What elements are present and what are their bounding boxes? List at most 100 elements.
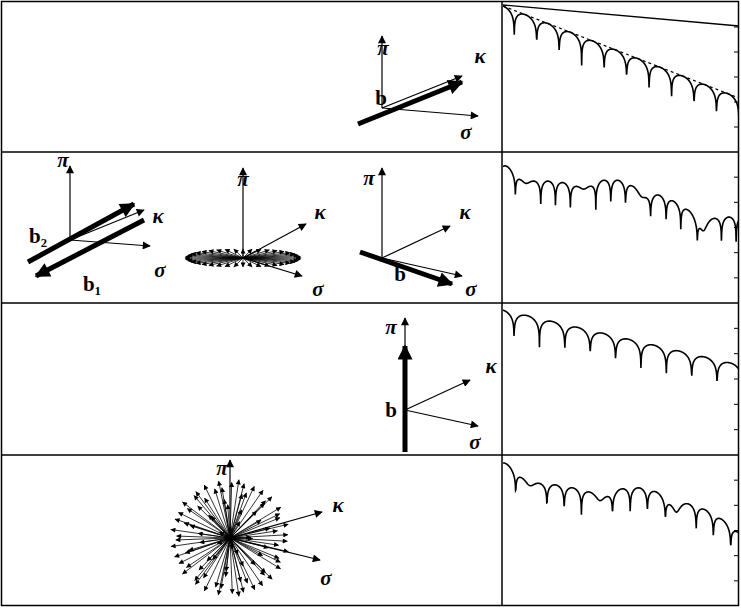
axis-arrow [228,505,230,538]
axis-arrow [405,410,478,426]
plot [503,5,739,127]
tick [734,580,739,581]
axis-arrow [179,538,230,563]
tick [734,77,739,78]
axis-label: κ [485,356,496,377]
axis-arrow [230,511,257,538]
axis-label: σ [312,279,323,300]
axis-arrow [243,258,277,265]
axis-arrow [175,519,230,538]
tick [734,505,739,506]
axis-arrow [186,258,243,259]
tick [734,480,739,481]
tick [734,277,739,278]
axis-arrow [230,538,263,586]
axis-label: σ [460,122,471,143]
tick [734,52,739,53]
vector-label: b [385,400,397,421]
axis-arrow [209,251,243,258]
axis-arrow [218,538,230,595]
axis-label: σ [465,279,476,300]
axis-arrow [230,527,231,538]
axis-arrow [69,166,70,240]
axis-arrow [178,513,230,538]
axis-arrow [195,538,230,584]
axis-label: σ [469,432,480,453]
axis-label: κ [474,46,485,67]
axis-label: κ [314,202,325,223]
axis-label: π [377,38,388,59]
axis-arrow [243,258,244,267]
tick [734,328,739,329]
axis-arrow [184,523,230,538]
vector-arrow [360,252,452,284]
axis-arrow [187,509,230,538]
axis-arrow [382,76,462,108]
vector-label: b [394,264,406,285]
vector-label: b₁ [83,274,101,295]
axis-arrow [190,526,230,538]
axis-arrow [243,257,300,258]
tick [734,177,739,178]
axis-arrow [230,538,239,596]
axis-arrow [243,258,302,276]
plot [503,310,739,381]
axis-arrow [243,249,244,258]
axis-label: σ [154,260,165,281]
axis-arrow [230,538,320,560]
vector-label: b₂ [29,226,47,247]
axis-arrow [230,514,280,538]
tick [734,404,739,405]
axis-arrow [230,482,232,538]
axis-label: π [57,150,68,171]
axis-arrow [243,258,261,267]
axis-arrow [230,524,288,538]
axis-arrow [381,168,382,258]
axis-arrow [230,507,281,538]
axis-arrow [70,240,150,246]
axis-arrow [186,538,230,567]
axis-arrow [243,224,306,258]
tick [734,379,739,380]
vector-arrow [403,346,408,452]
axis-arrow [171,530,230,538]
axis-label: π [216,458,227,479]
axis-arrow [204,538,230,591]
axis-arrow [230,535,288,538]
axis-arrow [405,380,470,410]
plot [503,463,739,545]
axis-arrow [234,249,243,258]
axis-arrow [230,538,247,583]
tick [734,353,739,354]
axis-label: σ [320,568,331,589]
tick [734,429,739,430]
tick [734,127,739,128]
tick [734,202,739,203]
axis-arrow [230,497,272,538]
tick [734,27,739,28]
tick [734,227,739,228]
axis-label: κ [332,495,343,516]
tick [734,252,739,253]
axis-arrow [183,538,230,574]
axis-label: κ [152,206,163,227]
axis-arrow [230,512,322,538]
axis-arrow [243,258,252,267]
axis-label: κ [459,202,470,223]
vector-arrow [358,82,462,124]
axis-arrow [217,250,243,258]
axis-arrow [177,536,230,538]
axis-arrow [225,249,243,258]
axis-arrow [382,226,450,258]
axis-label: π [385,317,396,338]
plot [503,166,739,242]
vector-arrow [36,220,144,276]
tick [734,555,739,556]
axis-arrow [230,538,272,579]
tick [734,530,739,531]
axis-label: π [237,169,248,190]
tick [734,102,739,103]
